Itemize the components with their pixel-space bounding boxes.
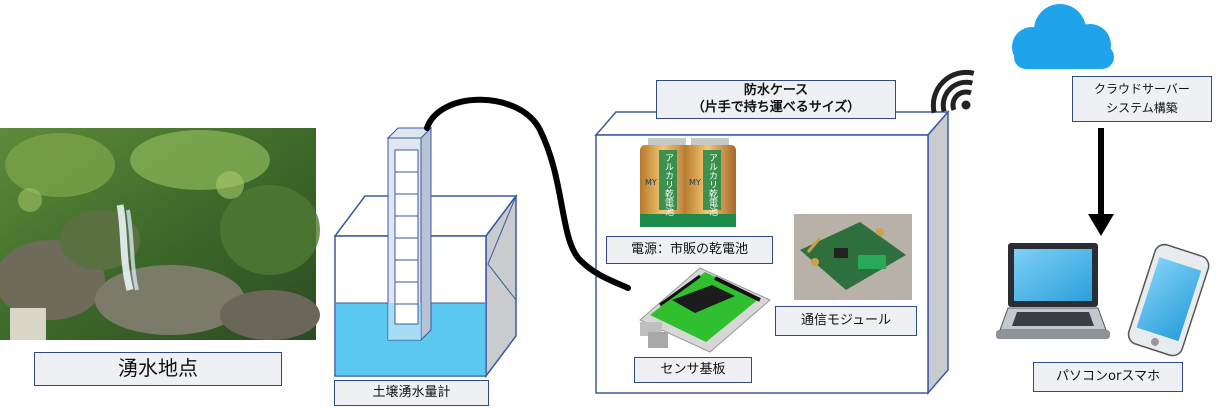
- laptop-icon: [996, 243, 1110, 339]
- battery-brand-2: MY: [689, 178, 701, 187]
- cloud-icon: [1012, 4, 1114, 69]
- battery-label-2: アルカリ乾電池: [707, 153, 718, 216]
- comm-label: 通信モジュール: [775, 306, 917, 336]
- batteries: アルカリ乾電池 アルカリ乾電池 MY MY: [640, 138, 736, 227]
- spring-photo: [0, 128, 320, 340]
- power-label: 電源：市販の乾電池: [606, 236, 773, 264]
- cloud-label-line1: クラウドサーバー: [1094, 82, 1190, 96]
- smartphone-icon: [1127, 243, 1210, 357]
- sensor-cable: [424, 96, 631, 291]
- board-label: センサ基板: [634, 357, 752, 383]
- sensor-board: [639, 267, 771, 353]
- cloud-label-line2: システム構築: [1106, 101, 1178, 115]
- case-title-line2: （片手で持ち運べるサイズ）: [691, 100, 861, 115]
- meter-column: [386, 126, 433, 342]
- case-title-line1: 防水ケース: [743, 83, 809, 98]
- battery-brand-1: MY: [645, 178, 657, 187]
- battery-label-1: アルカリ乾電池: [663, 153, 674, 216]
- wifi-icon: [930, 69, 975, 114]
- device-label: パソコンorスマホ: [1033, 362, 1183, 392]
- case-title-label: 防水ケース （片手で持ち運べるサイズ）: [656, 80, 896, 119]
- down-arrow-icon: [1088, 128, 1114, 236]
- cloud-system-label: クラウドサーバー システム構築: [1072, 76, 1212, 122]
- spring-point-label: 湧水地点: [34, 352, 282, 386]
- meter-label: 土壌湧水量計: [334, 380, 489, 406]
- comm-module: [794, 214, 912, 300]
